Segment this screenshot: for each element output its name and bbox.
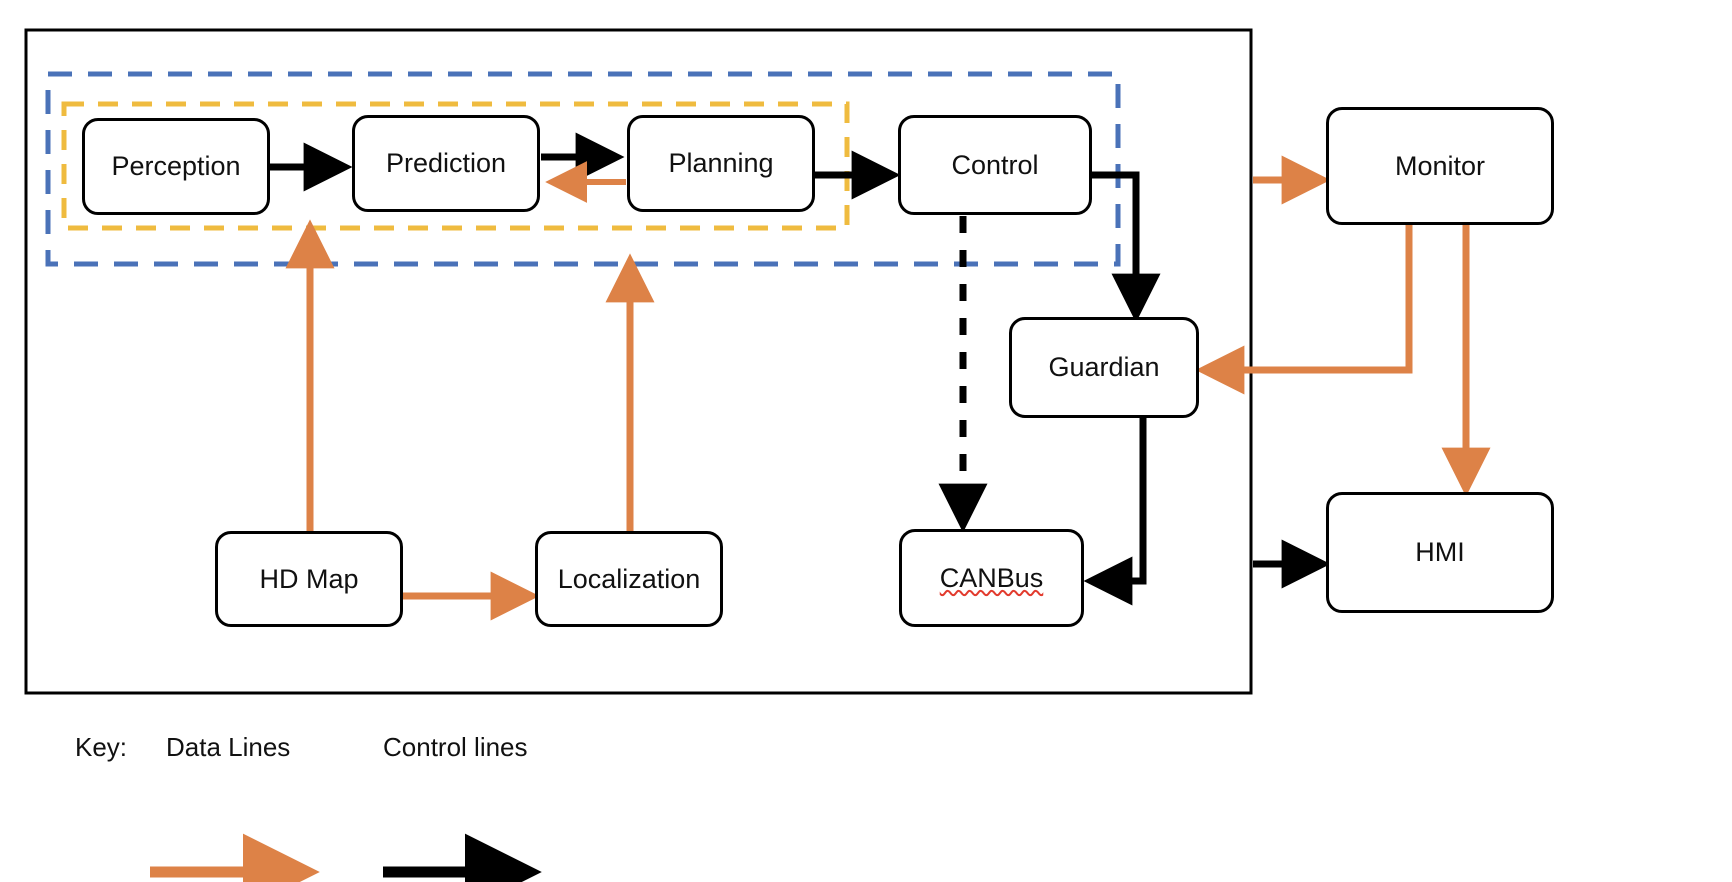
node-hmi-label: HMI [1415, 537, 1465, 567]
node-control[interactable]: Control [898, 115, 1092, 215]
node-hmi[interactable]: HMI [1326, 492, 1554, 613]
node-hd-map[interactable]: HD Map [215, 531, 403, 627]
system-boundary-box [24, 28, 1253, 695]
node-perception[interactable]: Perception [82, 118, 270, 215]
node-localization[interactable]: Localization [535, 531, 723, 627]
node-planning-label: Planning [668, 148, 774, 178]
key-label: Key: [75, 732, 128, 762]
key-data-lines-label: Data Lines [166, 732, 291, 762]
node-monitor-label: Monitor [1394, 150, 1486, 181]
node-control-label: Control [951, 149, 1039, 180]
edge-guardian-to-canbus [1083, 418, 1147, 606]
node-monitor[interactable]: Monitor [1326, 107, 1554, 225]
key-control-lines-label: Control lines [383, 732, 528, 762]
node-guardian-label: Guardian [1048, 352, 1160, 382]
edge-control-to-guardian [1092, 171, 1161, 323]
node-guardian[interactable]: Guardian [1009, 317, 1199, 418]
node-hd-map-label: HD Map [259, 563, 359, 594]
node-localization-label: Localization [557, 563, 701, 594]
edge-monitor-to-guardian [1195, 225, 1413, 395]
yellow-dashed-group [61, 101, 850, 231]
node-planning[interactable]: Planning [627, 115, 815, 212]
node-prediction[interactable]: Prediction [352, 115, 540, 212]
node-prediction-label: Prediction [385, 148, 507, 178]
node-canbus[interactable]: CANBus [899, 529, 1084, 627]
blue-dashed-group [45, 71, 1121, 267]
node-perception-label: Perception [111, 151, 241, 181]
node-canbus-label: CANBus [939, 562, 1044, 593]
